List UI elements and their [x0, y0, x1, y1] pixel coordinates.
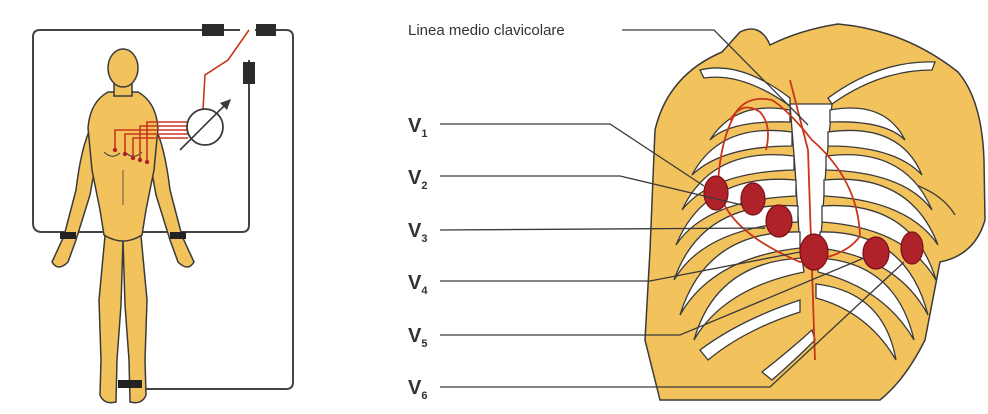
rib-cage-figure [440, 24, 985, 400]
lead-label-v6: V6 [408, 377, 427, 402]
body-circuit-figure [33, 24, 293, 403]
ankle-band [118, 380, 142, 388]
cable-right [130, 30, 293, 389]
clavicular-line-label: Linea medio clavicolare [408, 22, 565, 39]
lead-label-v2: V2 [408, 167, 427, 192]
wrist-band-left [170, 232, 186, 239]
galvanometer-icon [180, 99, 231, 150]
cable-connector [202, 24, 224, 36]
electrode-v1 [704, 176, 728, 210]
cable-connector [256, 24, 276, 36]
electrode-v6 [901, 232, 923, 264]
lead-label-v1: V1 [408, 115, 427, 140]
electrode-v3 [766, 205, 792, 237]
electrode-v4 [800, 234, 828, 270]
lead-label-v3: V3 [408, 220, 427, 245]
lead-label-v4: V4 [408, 272, 428, 297]
human-body [52, 49, 194, 403]
cable-connector [243, 62, 255, 84]
wrist-band-right [60, 232, 76, 239]
lead-label-v5: V5 [408, 325, 427, 350]
electrode-v2 [741, 183, 765, 215]
lead-labels: V1 V2 V3 V4 V5 V6 [408, 115, 428, 402]
electrode-v5 [863, 237, 889, 269]
